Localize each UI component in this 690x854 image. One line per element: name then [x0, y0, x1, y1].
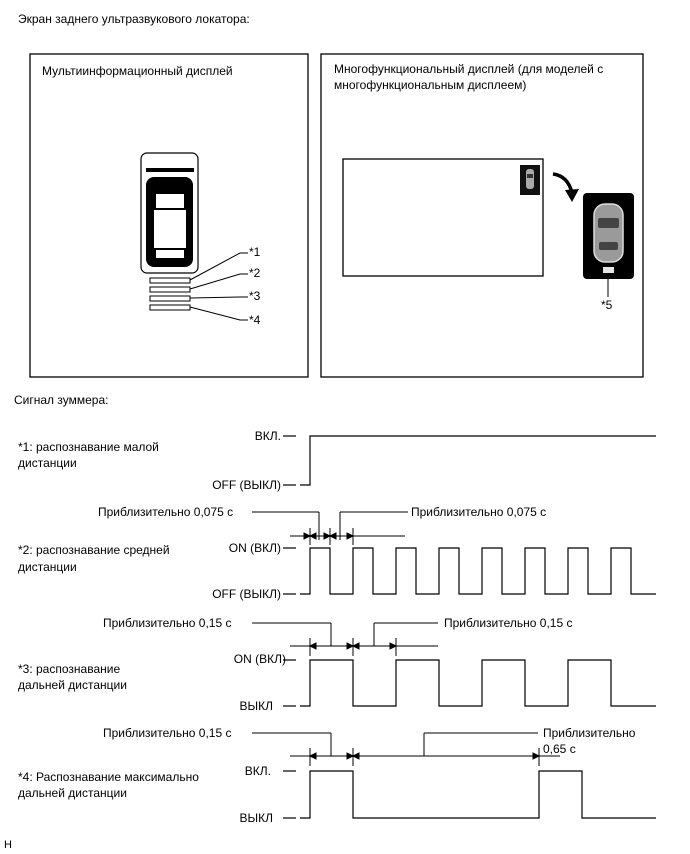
signal-1-desc-line1: *1: распознавание малой — [18, 440, 159, 454]
signal-4-low-label: ВЫКЛ — [239, 811, 274, 825]
small-car-thumbnail — [520, 165, 540, 195]
sensor-bar-2 — [149, 286, 191, 293]
callout-label-5: *5 — [601, 298, 613, 312]
screen-title: Экран заднего ультразвукового локатора: — [18, 12, 250, 26]
signal-4-high-label: ВКЛ. — [244, 764, 271, 778]
signal-1-desc-line2: дистанции — [18, 456, 77, 470]
signal-4-timing-right-line1: Приблизительно — [543, 726, 636, 740]
sensor-bar-3 — [149, 295, 191, 302]
signal-1-low-label: OFF (ВЫКЛ) — [212, 478, 281, 492]
signal-2-waveform — [283, 547, 656, 595]
arrow-icon — [552, 172, 579, 202]
signal-2-desc-line1: *2: распознавание средней — [18, 543, 170, 557]
signal-4-waveform — [283, 770, 656, 819]
signal-4-timing-marks — [252, 732, 560, 766]
signal-1-high-label: ВКЛ. — [254, 429, 281, 443]
signal-2-low-label: OFF (ВЫКЛ) — [212, 587, 281, 601]
multifunction-display-panel — [320, 53, 644, 378]
multi-info-display-title: Мультиинформационный дисплей — [42, 64, 233, 78]
callout-line-4 — [189, 306, 248, 321]
car-top-view-icon — [140, 152, 199, 274]
signal-3-high-label: ON (ВКЛ) — [233, 652, 286, 666]
signal-3-desc-line2: дальней дистанции — [18, 678, 127, 692]
enlarged-car-display — [583, 193, 634, 279]
signal-4-desc-line2: дальней дистанции — [18, 786, 127, 800]
signal-4-timing-left: Приблизительно 0,15 с — [103, 726, 232, 740]
callout-line-3 — [189, 296, 248, 299]
signal-3-timing-right: Приблизительно 0,15 с — [444, 616, 573, 630]
signal-3-desc-line1: *3: распознавание — [18, 662, 121, 676]
signal-2-desc-line2: дистанции — [18, 560, 77, 574]
signal-4-desc-line1: *4: Распознавание максимально — [18, 770, 199, 784]
signal-1-waveform — [283, 435, 656, 486]
signal-2-timing-right: Приблизительно 0,075 с — [411, 505, 547, 519]
footer-code: H — [4, 839, 12, 851]
mfd-screen — [342, 158, 544, 277]
callout-label-3: *3 — [249, 289, 261, 303]
multi-info-display-panel — [29, 53, 309, 378]
mfd-title-line1: Многофункциональный дисплей (для моделей… — [334, 62, 604, 76]
buzzer-title: Сигнал зуммера: — [14, 393, 109, 407]
sensor-bars — [149, 277, 191, 311]
signal-2-timing-left: Приблизительно 0,075 с — [98, 505, 234, 519]
callout-label-4: *4 — [249, 313, 261, 327]
sensor-bar-1 — [149, 277, 191, 284]
mfd-title-line2: многофункциональным дисплеем) — [334, 78, 527, 92]
callout-line-1 — [189, 252, 248, 281]
signal-2-high-label: ON (ВКЛ) — [228, 541, 281, 555]
signal-3-waveform — [283, 659, 656, 707]
signal-3-low-label: ВЫКЛ — [239, 699, 274, 713]
signal-4-timing-right-line2: 0,65 с — [543, 742, 576, 756]
signal-3-timing-left: Приблизительно 0,15 с — [103, 616, 232, 630]
signal-3-timing-marks — [252, 622, 438, 656]
callout-label-1: *1 — [249, 245, 261, 259]
callout-line-2 — [189, 273, 248, 290]
signal-2-timing-marks — [252, 511, 408, 545]
callout-label-2: *2 — [249, 266, 261, 280]
sensor-bar-4 — [149, 304, 191, 311]
